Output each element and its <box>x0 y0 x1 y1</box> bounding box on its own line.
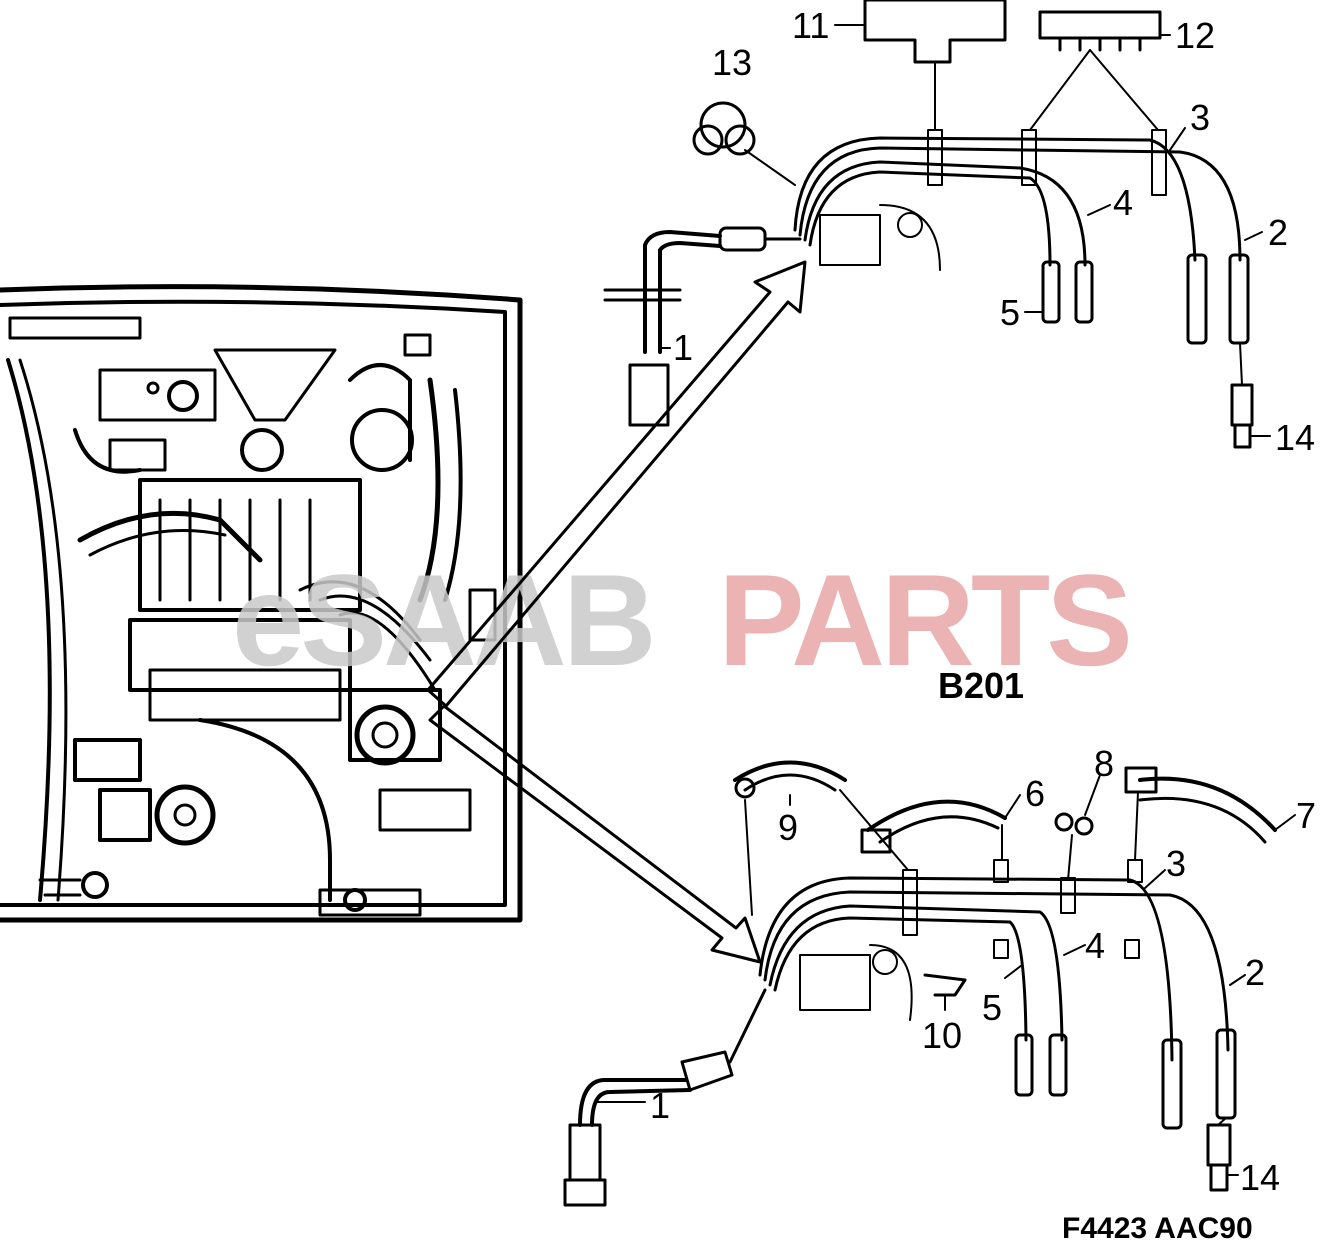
callout-1b: 1 <box>650 1085 670 1126</box>
watermark-prefix: eSAAB <box>232 547 653 693</box>
callout-13: 13 <box>712 42 752 83</box>
watermark: eSAAB PARTS <box>232 547 1133 693</box>
callout-1: 1 <box>673 327 693 368</box>
variant-label: B201 <box>938 665 1024 706</box>
pointer-arrows <box>426 260 807 964</box>
callout-8: 8 <box>1094 743 1114 784</box>
callout-4b: 4 <box>1085 925 1105 966</box>
callout-12: 12 <box>1175 15 1215 56</box>
callout-3b: 3 <box>1166 843 1186 884</box>
callout-4: 4 <box>1113 182 1133 223</box>
engine-bay-illustration <box>0 284 523 923</box>
callout-3: 3 <box>1190 97 1210 138</box>
top-harness <box>603 0 1271 449</box>
callout-10: 10 <box>922 1015 962 1056</box>
bottom-harness <box>563 760 1296 1207</box>
callout-5b: 5 <box>982 987 1002 1028</box>
callouts-top: 11 12 13 3 4 2 5 1 14 <box>673 5 1315 458</box>
callout-2: 2 <box>1268 212 1288 253</box>
watermark-suffix: PARTS <box>718 547 1129 693</box>
callout-5: 5 <box>1000 292 1020 333</box>
callouts-bottom: 9 6 8 7 3 4 2 5 10 1 14 <box>650 743 1316 1198</box>
figure-code: F4423 AAC90 <box>1062 1212 1253 1245</box>
callout-14: 14 <box>1275 417 1315 458</box>
callout-6: 6 <box>1025 773 1045 814</box>
callout-11: 11 <box>792 5 829 46</box>
callout-14b: 14 <box>1240 1157 1280 1198</box>
callout-9: 9 <box>778 807 798 848</box>
callout-7: 7 <box>1296 795 1316 836</box>
callout-2b: 2 <box>1245 952 1265 993</box>
